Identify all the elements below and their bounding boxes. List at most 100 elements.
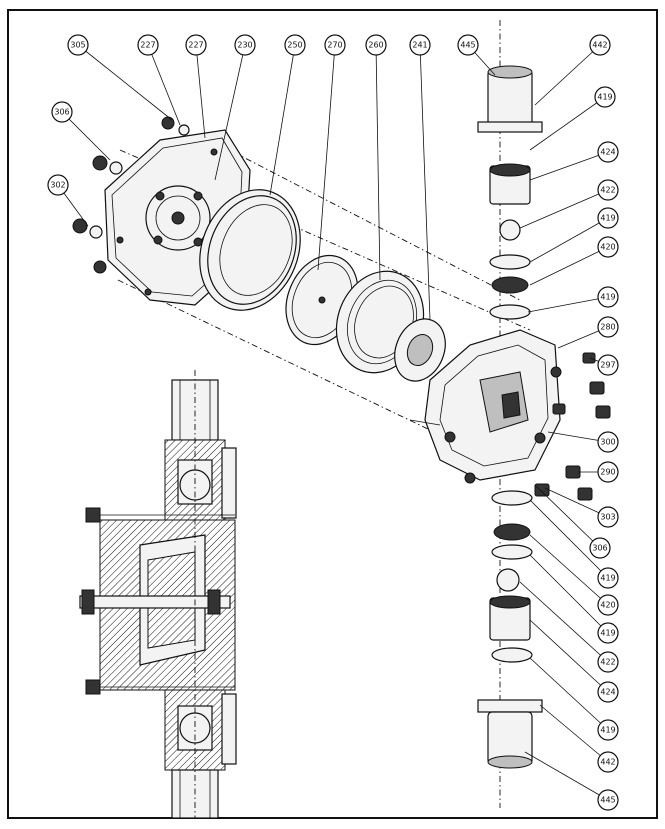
callout-300: 300	[597, 431, 619, 453]
leader-line-305	[77, 44, 173, 121]
callout-label: 420	[600, 243, 615, 252]
callout-label: 303	[600, 513, 615, 522]
exploded-view	[72, 20, 611, 808]
callout-circle	[51, 101, 73, 123]
callout-419: 419	[597, 207, 619, 229]
leader-line-270	[317, 44, 336, 271]
callout-circle	[597, 179, 619, 201]
callout-280: 280	[597, 316, 619, 338]
callout-297: 297	[597, 354, 619, 376]
callout-circle	[324, 34, 346, 56]
leader-line-306	[534, 484, 601, 549]
fittings	[534, 352, 611, 501]
callout-445: 445	[457, 34, 479, 56]
callout-label: 297	[600, 361, 615, 370]
callout-419: 419	[597, 622, 619, 644]
callout-label: 305	[70, 41, 85, 50]
callout-label: 419	[600, 293, 615, 302]
callout-241: 241	[409, 34, 431, 56]
inner-diaphragm-plate	[394, 318, 446, 382]
callout-label: 442	[600, 758, 615, 767]
callout-label: 241	[412, 41, 427, 50]
callout-circle	[365, 34, 387, 56]
leader-line-422	[519, 189, 609, 229]
callout-circle	[597, 316, 619, 338]
leader-line-419	[529, 96, 606, 151]
callout-circle	[597, 431, 619, 453]
leader-line-420	[529, 534, 609, 606]
callout-422: 422	[597, 651, 619, 673]
callout-circle	[597, 681, 619, 703]
callout-label: 424	[600, 148, 615, 157]
callout-label: 290	[600, 468, 615, 477]
callout-circle	[597, 567, 619, 589]
leader-line-250	[269, 44, 296, 196]
leader-line-303	[544, 487, 609, 518]
callout-419: 419	[597, 567, 619, 589]
leader-line-260	[375, 44, 381, 281]
callout-260: 260	[365, 34, 387, 56]
leader-line-227	[147, 44, 181, 126]
callout-circle	[597, 141, 619, 163]
callout-circle	[597, 622, 619, 644]
callout-circle	[47, 174, 69, 196]
callout-circle	[597, 594, 619, 616]
leader-line-419	[527, 296, 609, 313]
callout-270: 270	[324, 34, 346, 56]
callout-306: 306	[51, 101, 73, 123]
callout-419: 419	[597, 286, 619, 308]
callout-227: 227	[137, 34, 159, 56]
callout-label: 445	[600, 796, 615, 805]
callout-circle	[284, 34, 306, 56]
callout-420: 420	[597, 594, 619, 616]
callout-circle	[589, 537, 611, 559]
callout-306: 306	[589, 537, 611, 559]
callout-label: 302	[50, 181, 65, 190]
callout-circle	[185, 34, 207, 56]
callout-424: 424	[597, 141, 619, 163]
callout-label: 270	[327, 41, 342, 50]
nuts-and-washers	[72, 116, 190, 274]
leader-line-424	[529, 619, 609, 693]
callout-420: 420	[597, 236, 619, 258]
callout-label: 227	[140, 41, 155, 50]
callout-302: 302	[47, 174, 69, 196]
callout-label: 424	[600, 688, 615, 697]
leader-line-442	[534, 44, 601, 106]
diaphragm-ring	[199, 189, 301, 311]
callout-label: 260	[368, 41, 383, 50]
callout-250: 250	[284, 34, 306, 56]
upper-manifold-stack	[477, 65, 543, 320]
callout-circle	[597, 651, 619, 673]
callout-label: 445	[460, 41, 475, 50]
callout-circle	[457, 34, 479, 56]
leader-line-442	[539, 704, 609, 763]
leader-line-227	[195, 44, 206, 139]
callout-label: 300	[600, 438, 615, 447]
callout-label: 419	[600, 214, 615, 223]
leader-line-424	[529, 151, 609, 181]
callout-label: 306	[592, 544, 607, 553]
callout-label: 419	[600, 629, 615, 638]
callout-422: 422	[597, 179, 619, 201]
leader-line-420	[529, 246, 609, 286]
callout-circle	[597, 789, 619, 811]
drawing-border	[7, 9, 658, 819]
leader-line-419	[529, 499, 609, 579]
callout-label: 230	[237, 41, 252, 50]
callout-circle	[597, 236, 619, 258]
callout-circle	[597, 719, 619, 741]
callout-label: 419	[600, 726, 615, 735]
callout-label: 280	[600, 323, 615, 332]
center-body	[409, 329, 562, 484]
callout-419: 419	[594, 86, 616, 108]
callout-label: 420	[600, 601, 615, 610]
callout-circle	[67, 34, 89, 56]
leader-line-422	[519, 581, 609, 663]
callout-circle	[597, 207, 619, 229]
callout-circle	[597, 354, 619, 376]
callout-442: 442	[589, 34, 611, 56]
callout-label: 419	[600, 574, 615, 583]
